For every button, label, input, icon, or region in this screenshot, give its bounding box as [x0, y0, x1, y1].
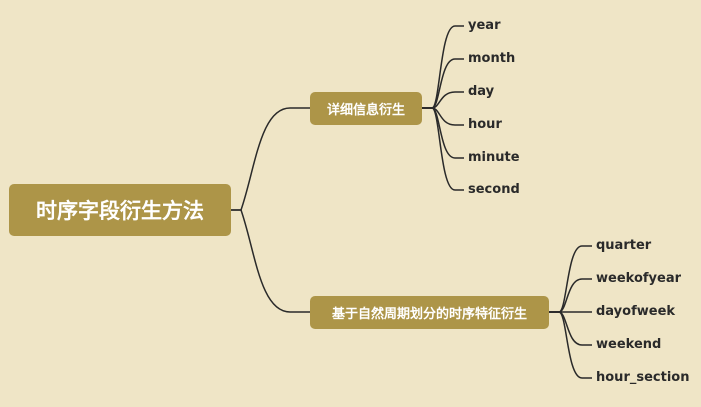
- leaf-second[interactable]: second: [468, 182, 520, 197]
- connector-root-b2: [231, 209, 310, 313]
- branch-node-natural-cycle[interactable]: 基于自然周期划分的时序特征衍生: [310, 296, 549, 329]
- leaf-quarter[interactable]: quarter: [596, 238, 652, 253]
- leaf-day[interactable]: day: [468, 84, 495, 99]
- leaf-hour[interactable]: hour: [468, 117, 502, 132]
- leaf-year[interactable]: year: [468, 18, 501, 33]
- leaf-dayofweek[interactable]: dayofweek: [596, 304, 676, 319]
- connector-root-b1: [231, 107, 310, 211]
- leaf-weekend[interactable]: weekend: [596, 337, 662, 352]
- root-node[interactable]: 时序字段衍生方法: [9, 184, 231, 236]
- leaf-month[interactable]: month: [468, 51, 516, 66]
- branch-node-detail[interactable]: 详细信息衍生: [310, 92, 422, 125]
- leaf-minute[interactable]: minute: [468, 150, 520, 165]
- leaf-hour-section[interactable]: hour_section: [596, 370, 690, 385]
- leaf-weekofyear[interactable]: weekofyear: [596, 271, 682, 286]
